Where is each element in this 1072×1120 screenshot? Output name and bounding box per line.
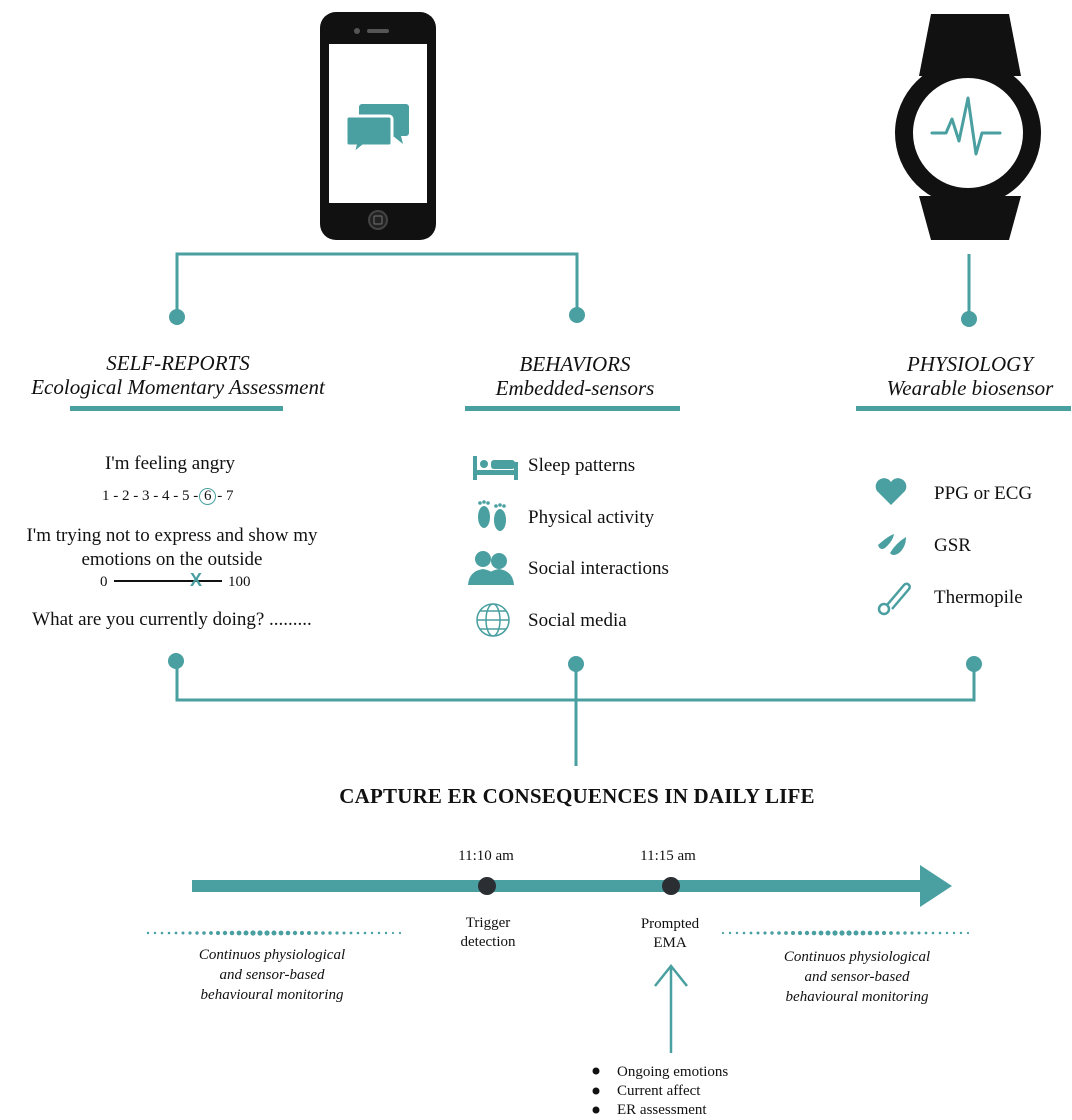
self-reports-subtitle: Ecological Momentary Assessment (31, 375, 325, 399)
event-dot-trigger (478, 877, 496, 895)
event-label-trigger-line1: Trigger (465, 915, 511, 931)
behaviors-item-activity: Physical activity (528, 507, 655, 528)
connector-dot (966, 656, 982, 672)
bullet-dot (592, 1067, 600, 1075)
connector-dot (168, 653, 184, 669)
physiology-item-gsr: GSR (934, 535, 971, 556)
monitoring-note-right-line2: and sensor-based (804, 969, 910, 985)
likert-scale: 1 - 2 - 3 - 4 - 5 -6- 7 (102, 487, 233, 506)
footprints-icon (478, 500, 506, 531)
behaviors-header: BEHAVIORS Embedded-sensors (496, 352, 655, 400)
slider-mark: X (190, 570, 203, 590)
question-doing: What are you currently doing? ......... (32, 609, 312, 630)
monitoring-note-right-line1: Continuos physiological (783, 949, 931, 965)
timeline (192, 865, 952, 907)
likert-scale-low: 1 - 2 - 3 - 4 - 5 - (102, 488, 199, 504)
behaviors-item-social: Social interactions (528, 558, 669, 579)
event-label-ema: Prompted EMA (641, 915, 699, 953)
connector-dot (568, 656, 584, 672)
main-title: CAPTURE ER CONSEQUENCES IN DAILY LIFE (339, 784, 815, 808)
behaviors-item-media: Social media (528, 610, 627, 631)
ema-bullet-affect: Current affect (617, 1083, 701, 1099)
monitoring-note-right-line3: behavioural monitoring (785, 989, 929, 1005)
ema-arrow (654, 963, 688, 1053)
bottom-connectors (175, 662, 976, 766)
people-icon (468, 551, 514, 585)
question-angry: I'm feeling angry (104, 453, 236, 474)
bullet-dot (592, 1087, 600, 1095)
slider-max-label: 100 (228, 574, 251, 590)
heartbeat-icon (930, 96, 1002, 156)
connector-dot (569, 307, 585, 323)
drops-icon (878, 534, 906, 555)
monitoring-note-left-line2: and sensor-based (219, 967, 325, 983)
monitoring-dots-right (721, 930, 970, 936)
connector-dot (961, 311, 977, 327)
physiology-title: PHYSIOLOGY (906, 352, 1034, 376)
physiology-item-ppg: PPG or ECG (934, 483, 1033, 504)
question-suppression-line2: emotions on the outside (81, 549, 263, 570)
monitoring-note-left-line3: behavioural monitoring (200, 987, 344, 1003)
monitoring-note-right: Continuos physiological and sensor-based… (784, 947, 930, 1007)
ema-bullet-ongoing: Ongoing emotions (617, 1064, 729, 1080)
monitoring-note-left-line1: Continuos physiological (198, 947, 346, 963)
event-label-trigger: Trigger detection (461, 914, 516, 952)
question-suppression-line1: I'm trying not to express and show my (26, 525, 318, 546)
event-label-trigger-line2: detection (460, 934, 516, 950)
monitoring-note-left: Continuos physiological and sensor-based… (199, 945, 345, 1005)
globe-icon (476, 603, 510, 637)
self-reports-title: SELF-REPORTS (106, 351, 250, 375)
physiology-item-thermo: Thermopile (934, 587, 1023, 608)
bullet-dot (592, 1106, 600, 1114)
top-connectors (175, 252, 971, 318)
self-reports-header: SELF-REPORTS Ecological Momentary Assess… (31, 351, 325, 399)
thermometer-icon (877, 582, 911, 616)
physiology-subtitle: Wearable biosensor (886, 376, 1054, 400)
event-time-ema: 11:15 am (640, 848, 696, 864)
smartphone (320, 12, 436, 240)
header-underline (856, 406, 1071, 411)
smartwatch (895, 14, 1041, 240)
header-underline (465, 406, 680, 411)
monitoring-dots-left (146, 930, 402, 936)
event-dot-ema (662, 877, 680, 895)
likert-scale-high: - 7 (217, 488, 234, 504)
behaviors-item-sleep: Sleep patterns (528, 455, 636, 476)
question-suppression: I'm trying not to express and show my em… (26, 525, 317, 571)
event-label-ema-line1: Prompted (640, 916, 700, 932)
event-time-trigger: 11:10 am (458, 848, 514, 864)
likert-selected: 6 (199, 488, 217, 505)
event-label-ema-line2: EMA (653, 935, 687, 951)
physiology-header: PHYSIOLOGY Wearable biosensor (887, 352, 1054, 400)
slider-min-label: 0 (100, 574, 108, 590)
ema-bullet-er: ER assessment (617, 1102, 707, 1118)
behaviors-subtitle: Embedded-sensors (495, 376, 655, 400)
connector-dot (169, 309, 185, 325)
chat-bubbles-icon (344, 104, 409, 158)
bed-icon (473, 456, 518, 480)
behaviors-title: BEHAVIORS (519, 352, 631, 376)
header-underline (70, 406, 283, 411)
heart-icon (875, 478, 907, 505)
